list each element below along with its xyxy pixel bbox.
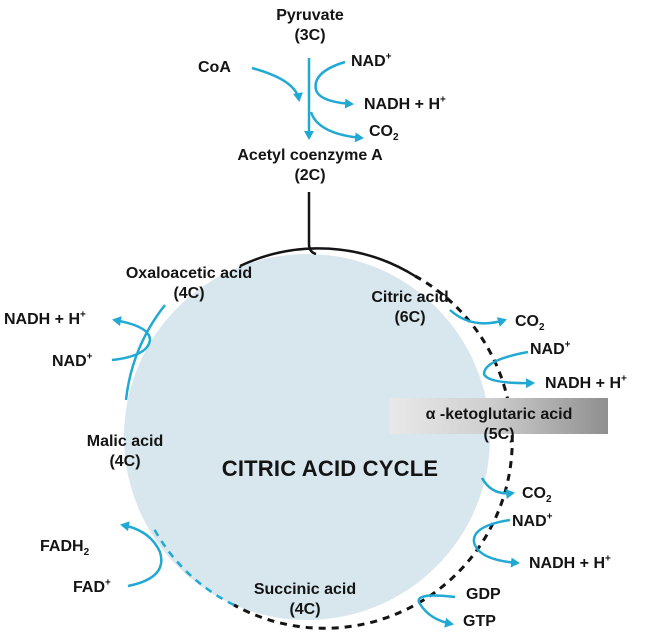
coa-label: CoA	[198, 59, 231, 76]
entry-co2-arrow	[309, 111, 364, 143]
gdp-label: GDP	[466, 586, 501, 603]
oxaloacetic-label: Oxaloacetic acid(4C)	[125, 265, 253, 302]
gtp-label: GTP	[463, 613, 496, 630]
citric-co2-label: CO2	[515, 313, 545, 334]
cycle-blue-left-arc	[124, 304, 166, 401]
cycle-circle	[124, 254, 490, 620]
coa-arrow	[251, 66, 303, 102]
gdp-gtp-arrow	[417, 594, 456, 628]
citric-co2-arrow	[449, 309, 507, 327]
acetyl-coa-label: Acetyl coenzyme A(2C)	[237, 147, 383, 184]
fad-label: FAD+	[73, 577, 111, 596]
fadh2-label: FADH2	[40, 538, 90, 559]
malic-nadh-label: NADH + H+	[4, 309, 86, 328]
akg-nadh-arrow	[472, 518, 520, 568]
malic-label: Malic acid(4C)	[86, 433, 164, 470]
succinic-label: Succinic acid(4C)	[253, 581, 357, 618]
cycle-top-arc	[239, 247, 416, 278]
cycle-title: CITRIC ACID CYCLE	[221, 456, 439, 481]
malic-nadh-arrow	[111, 316, 152, 362]
citric-nadh-label: NADH + H+	[545, 373, 627, 392]
entry-nad-label: NAD+	[351, 51, 392, 70]
akg-co2-arrow	[480, 477, 515, 499]
entry-nadh-arrow	[314, 60, 354, 109]
akg-co2-label: CO2	[522, 485, 552, 506]
citric-label: Citric acid(6C)	[371, 289, 449, 326]
fad-arrow	[120, 521, 163, 588]
acetyl-entry-line	[307, 192, 317, 256]
citric-nad-label: NAD+	[530, 339, 571, 358]
malic-nad-label: NAD+	[52, 351, 93, 370]
cycle-dashed-arc	[233, 274, 514, 630]
cycle-blue-dashed-arc	[150, 524, 235, 607]
akg-label: α -ketoglutaric acid(5C)	[425, 406, 573, 443]
akg-nadh-label: NADH + H+	[529, 553, 611, 572]
akg-highlight-box	[390, 398, 608, 434]
entry-nadh-label: NADH + H+	[364, 94, 446, 113]
akg-nad-label: NAD+	[512, 511, 553, 530]
citric-nadh-arrow	[482, 350, 535, 389]
entry-co2-label: CO2	[369, 123, 399, 144]
pyruvate-label: Pyruvate(3C)	[276, 7, 344, 44]
